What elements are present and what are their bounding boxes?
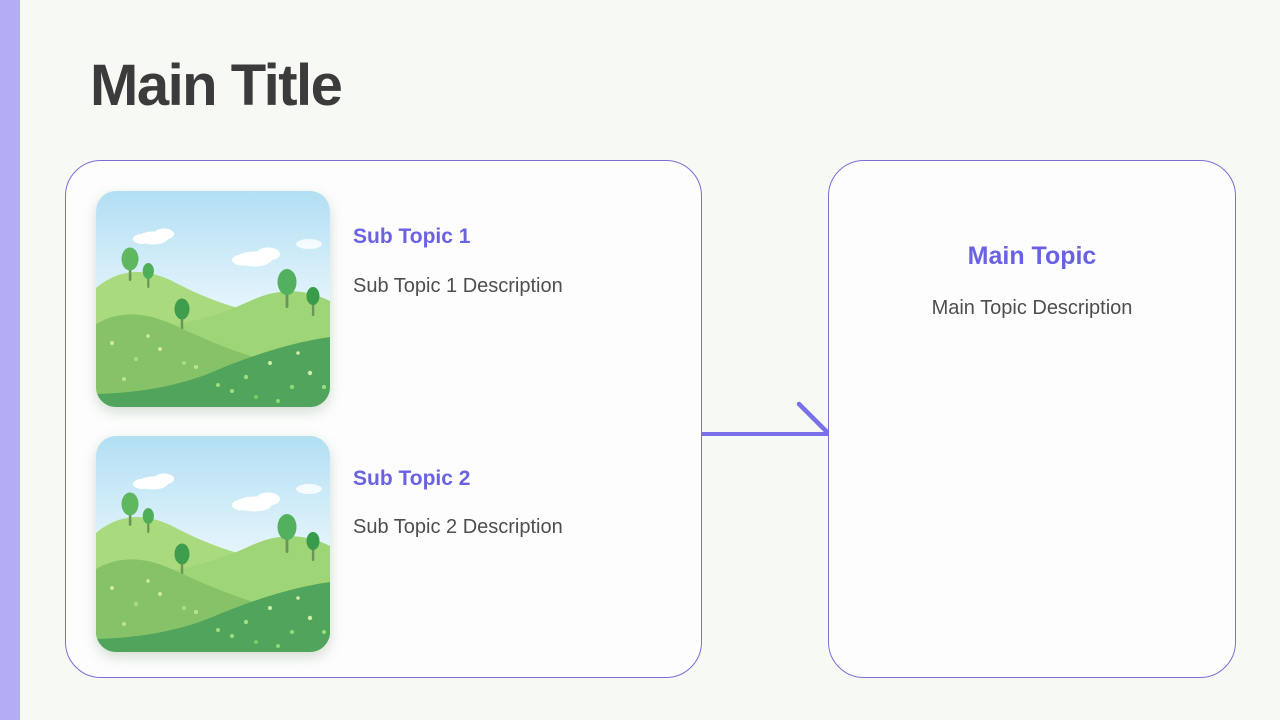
sub-topic-1-description: Sub Topic 1 Description bbox=[353, 275, 563, 297]
sub-topic-2-description: Sub Topic 2 Description bbox=[353, 516, 563, 538]
sub-topics-panel: Sub Topic 1 Sub Topic 1 Description bbox=[65, 160, 702, 678]
sub-topic-1-title: Sub Topic 1 bbox=[353, 225, 471, 248]
landscape-image bbox=[96, 191, 330, 407]
landscape-image bbox=[96, 436, 330, 652]
main-topic-title: Main Topic bbox=[967, 242, 1097, 270]
arrow-right-icon bbox=[701, 401, 830, 436]
left-accent-bar bbox=[0, 0, 20, 720]
main-topic-description: Main Topic Description bbox=[931, 297, 1133, 319]
page-title: Main Title bbox=[90, 53, 343, 118]
main-topic-panel: Main Topic Main Topic Description bbox=[828, 160, 1236, 678]
sub-topic-2-title: Sub Topic 2 bbox=[353, 467, 471, 490]
